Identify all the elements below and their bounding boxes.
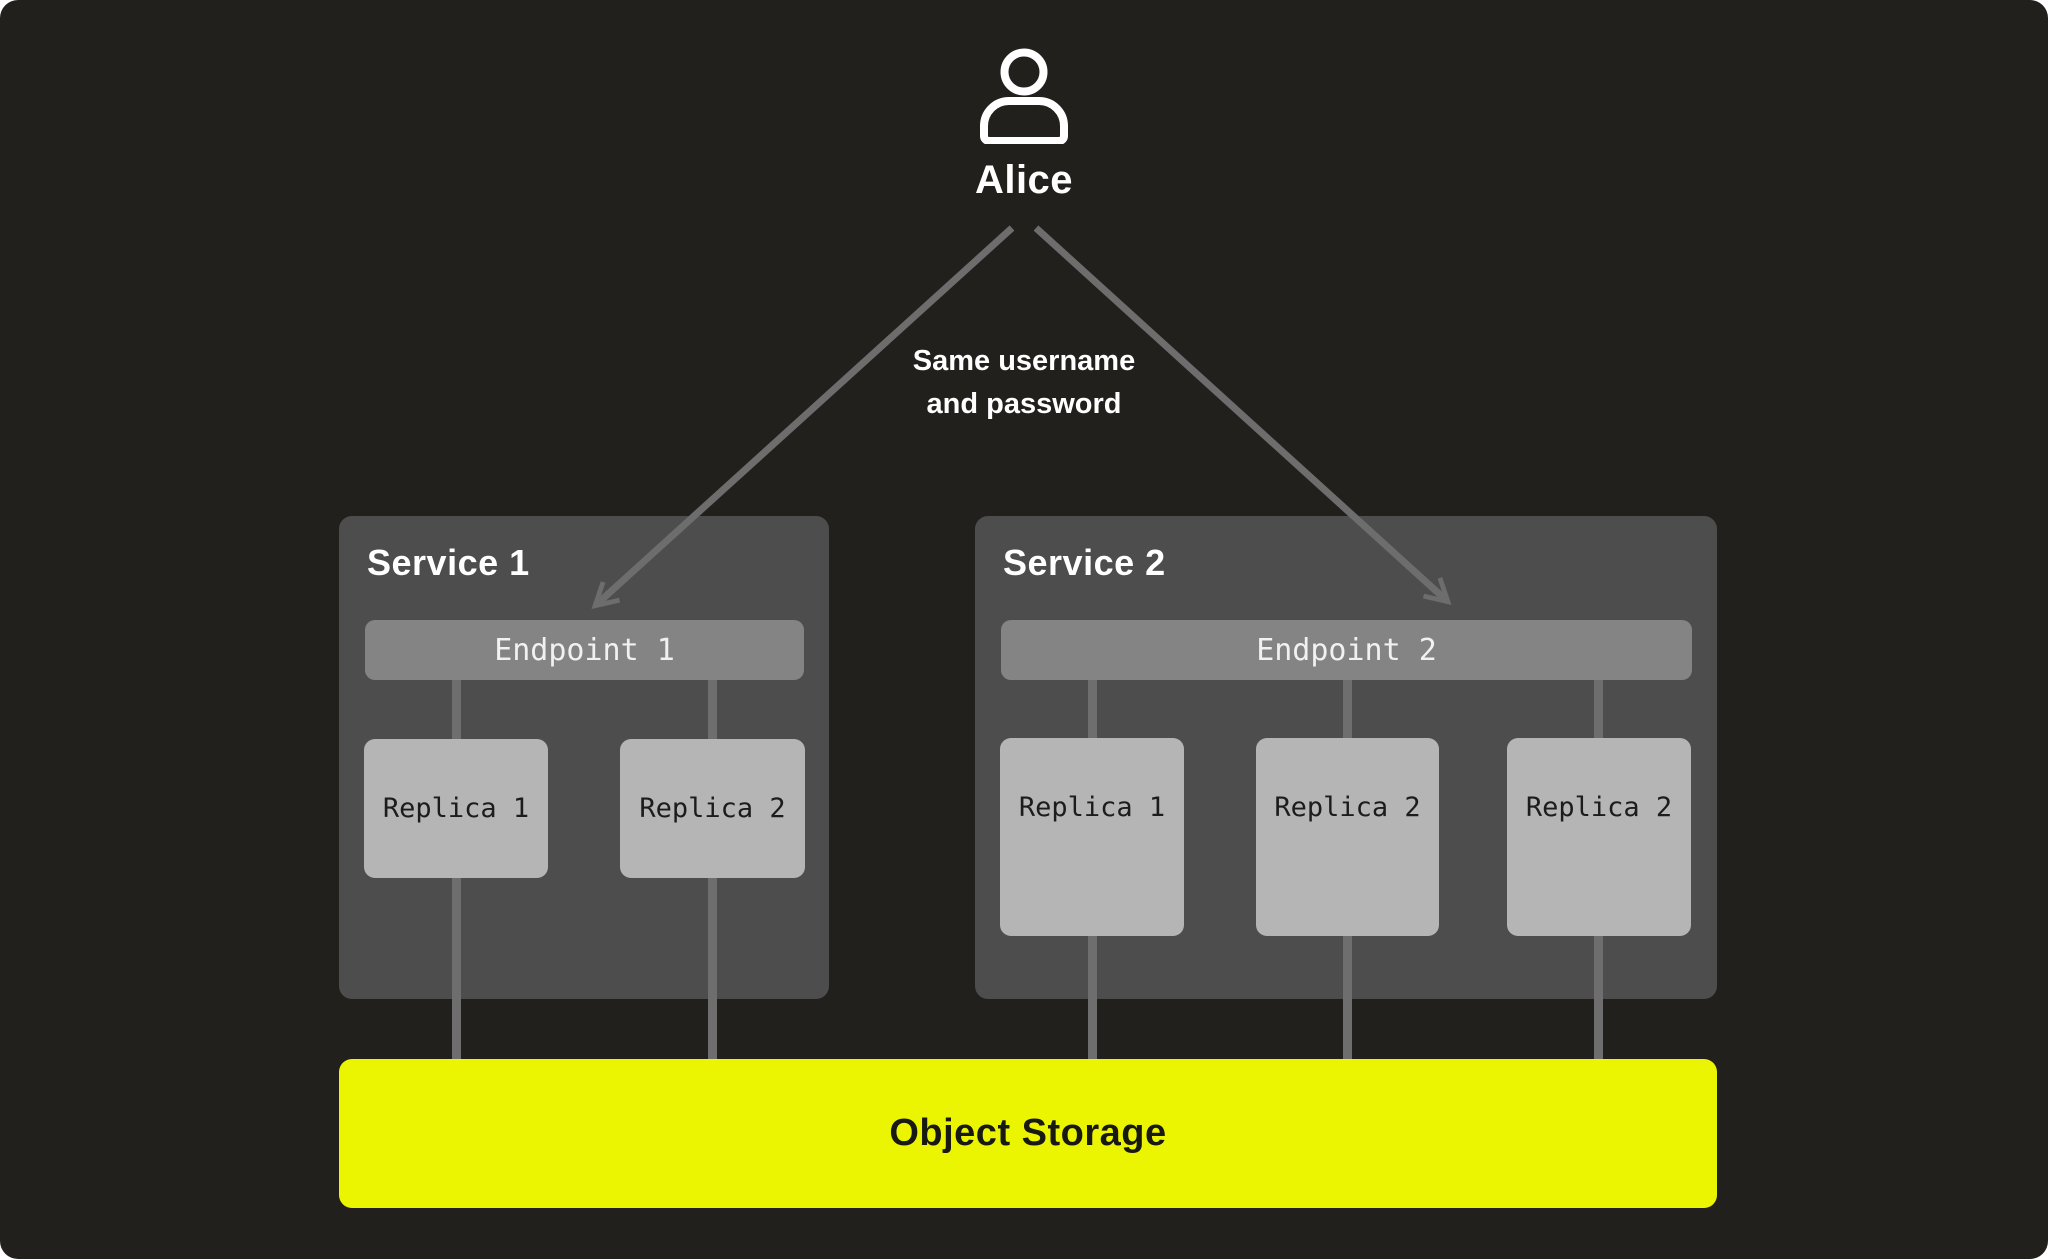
service-1-title: Service 1: [367, 542, 530, 583]
service-2-replica-1: Replica 1: [1000, 738, 1184, 936]
object-storage-bar: Object Storage: [339, 1059, 1717, 1208]
person-icon: [980, 48, 1068, 144]
auth-label-line1: Same username: [912, 345, 1136, 377]
service-1-replica-2: Replica 2: [620, 739, 805, 878]
user-name-label: Alice: [974, 158, 1074, 202]
auth-label-line2: and password: [926, 388, 1122, 420]
service-2-replica-3: Replica 2: [1507, 738, 1691, 936]
auth-label: Same username and password: [724, 340, 1324, 426]
service-1-endpoint: Endpoint 1: [365, 620, 804, 680]
service-2-endpoint: Endpoint 2: [1001, 620, 1692, 680]
object-storage-label: Object Storage: [889, 1112, 1167, 1154]
service-2-replica-2: Replica 2: [1256, 738, 1439, 936]
service-2-title: Service 2: [1003, 542, 1166, 583]
service-1-replica-1: Replica 1: [364, 739, 548, 878]
